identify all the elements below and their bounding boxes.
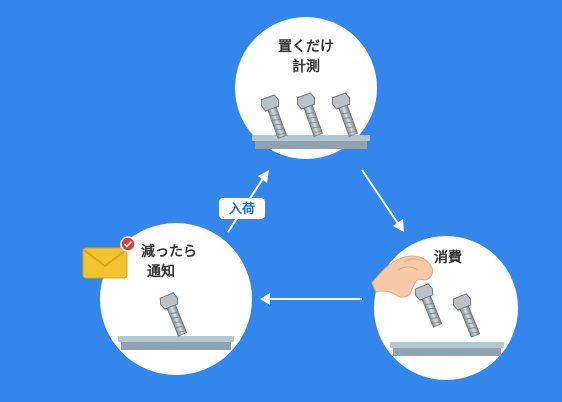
step-notify: 減ったら 通知 xyxy=(100,223,252,375)
step-notify-label-line1: 減ったら xyxy=(141,243,197,260)
step-measure-circle xyxy=(235,17,377,159)
restock-badge-label: 入荷 xyxy=(229,201,255,217)
step-notify-label-line2: 通知 xyxy=(147,263,175,280)
step-measure: 置くだけ 計測 xyxy=(235,17,377,159)
scale-tray-icon xyxy=(390,342,504,356)
scale-tray-icon xyxy=(252,135,370,149)
step-consume: 消費 xyxy=(371,236,518,380)
hand-icon xyxy=(371,255,433,298)
scale-tray-icon xyxy=(118,336,234,350)
step-measure-label-line2: 計測 xyxy=(292,58,320,75)
arrow-consume-to-notify xyxy=(260,293,362,305)
mail-alert-icon xyxy=(82,236,136,279)
step-consume-label: 消費 xyxy=(434,249,462,266)
arrow-measure-to-consume xyxy=(361,169,404,232)
restock-badge: 入荷 xyxy=(219,198,265,219)
step-measure-label-line1: 置くだけ xyxy=(278,38,334,55)
